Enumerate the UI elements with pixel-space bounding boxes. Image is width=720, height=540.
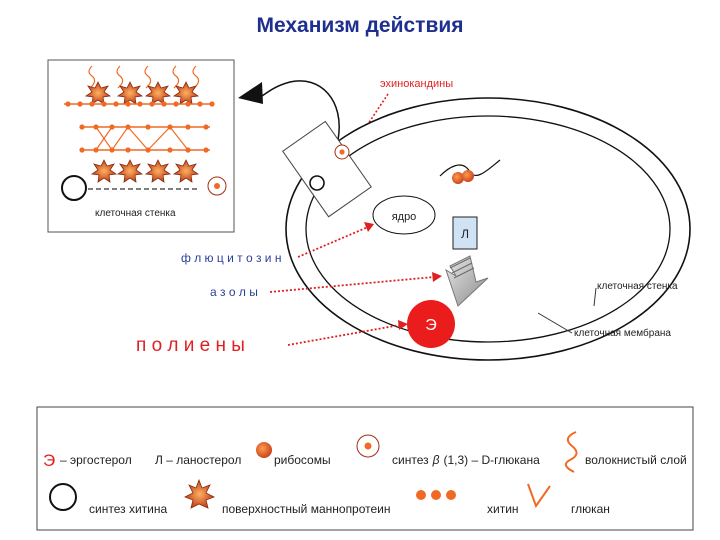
legend-box [36,406,694,531]
lanosterol-box-label: Л [461,227,469,241]
conversion-arrow [445,255,489,307]
nucleus-label: ядро [392,211,417,223]
fibrous-strands [88,65,200,89]
polyenes-label: п о л и е н ы [136,335,245,356]
glucan-line-top [64,101,215,107]
azoles-arrow [269,276,435,293]
legend-mannoprotein-icon [184,478,215,509]
echinocandins-label: эхинокандины [380,78,453,90]
azoles-label: а з о л ы [210,285,258,299]
legend-mannoprotein-text: поверхностный маннопротеин [222,502,391,516]
legend-glucan-text: глюкан [571,502,610,516]
legend-chitin-synthesis-text: синтез хитина [89,502,167,516]
legend-fibrous-layer-text: волокнистый слой [585,453,687,467]
page-title: Механизм действия [256,14,463,37]
legend-lanosterol-text: Л – ланостерол [155,453,241,467]
glucan-synthase-icon [207,176,227,196]
mannoprotein-row-bottom [90,159,200,183]
flucytosine-label: ф л ю ц и т о з и н [181,251,281,265]
inset-cell-wall-label: клеточная стенка [95,208,176,219]
cell-wall-pointer [593,287,597,307]
flucytosine-arrow [297,226,369,258]
chitin-synthase-marker-icon [309,175,325,191]
legend-glucan-synthase-icon [356,434,380,458]
chitin-synthase-icon [61,175,87,201]
legend-fibrous-layer-icon [564,431,578,473]
legend-ergosterol-symbol: Э [43,451,55,470]
nucleus [372,195,436,235]
ergosterol-circle-label: Э [425,317,437,334]
mannoprotein-row-top [84,81,200,105]
ergosterol-circle [407,300,455,348]
legend-ergosterol-text: – эргостерол [60,453,132,467]
legend-ribosome-icon [256,442,272,458]
legend-chitin-icon [416,490,456,500]
zoom-arrow [238,80,340,141]
legend-chitin-synthase-icon [49,483,77,511]
lanosterol-box [452,216,478,250]
ribosome-group [439,159,501,184]
legend-ribosomes-text: рибосомы [274,453,331,467]
cell-wall-label: клеточная стенка [597,281,678,292]
echinocandins-arrow [351,93,389,149]
legend-chitin-text: хитин [487,502,519,516]
glucan-chain-middle [79,124,210,153]
fungal-cell [285,97,691,361]
polyenes-arrow [287,324,401,346]
legend-glucan-icon [527,483,551,509]
cell-membrane-label: клеточная мембрана [574,327,671,339]
cell-wall-inset: клеточная стенка [47,59,235,233]
cell-membrane-pointer [537,312,573,334]
